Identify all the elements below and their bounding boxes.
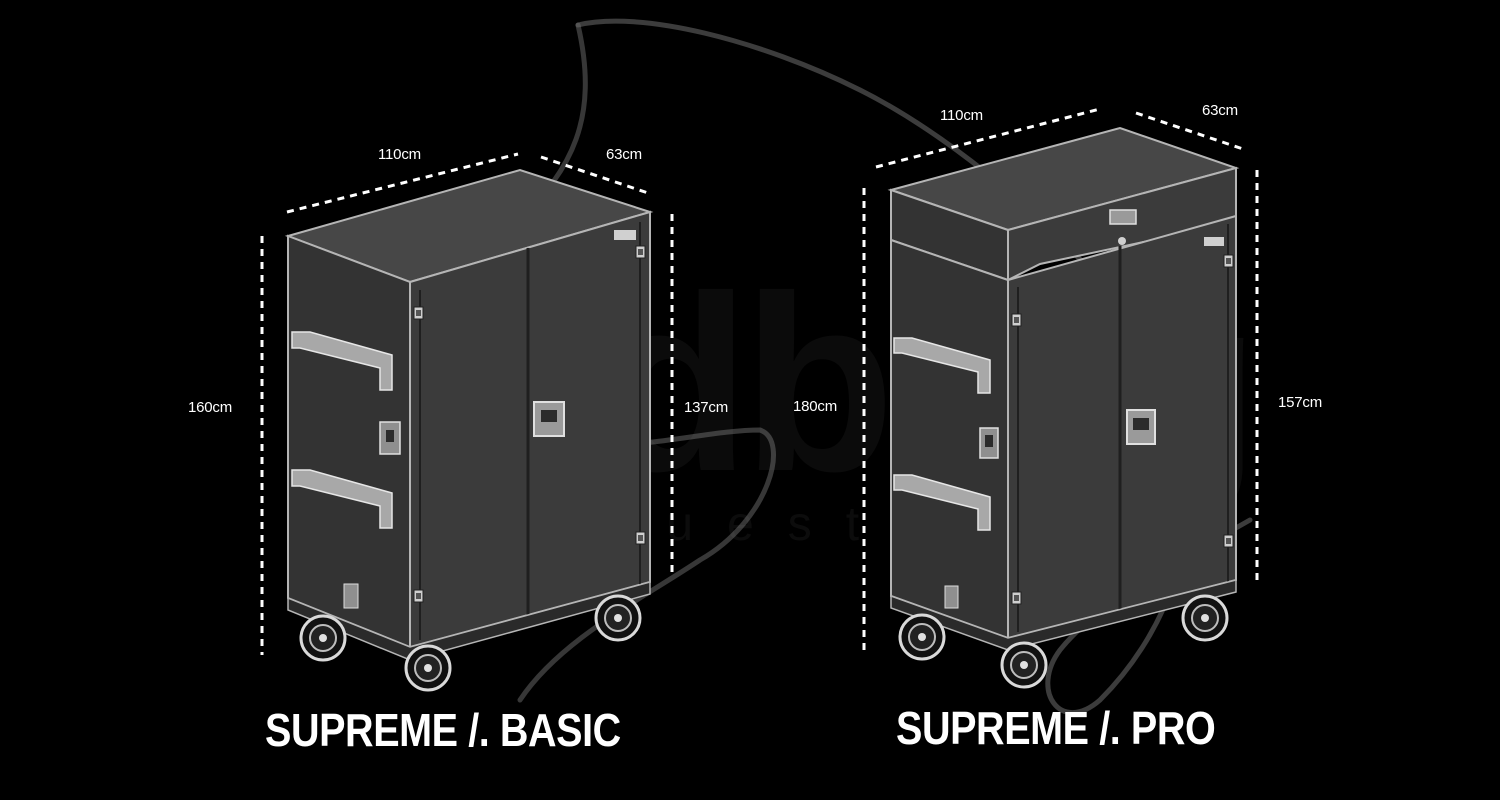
pro-width-label: 110cm: [940, 107, 983, 124]
pro-total-height-label: 180cm: [793, 398, 838, 415]
basic-total-height-label: 160cm: [188, 399, 233, 416]
basic-box-height-label: 137cm: [684, 399, 729, 416]
pro-depth-label: 63cm: [1202, 102, 1238, 119]
basic-width-label: 110cm: [378, 146, 421, 163]
basic-depth-label: 63cm: [606, 146, 642, 163]
pro-product-title: SUPREME /. PRO: [896, 702, 1216, 754]
dimension-lines-basic: [260, 152, 674, 655]
cabinet-pro-illustration: [887, 126, 1240, 689]
pro-box-height-label: 157cm: [1278, 394, 1323, 411]
cabinet-basic-illustration: [284, 168, 654, 692]
dimension-lines-pro: [862, 107, 1259, 655]
basic-product-title: SUPREME /. BASIC: [265, 704, 621, 756]
